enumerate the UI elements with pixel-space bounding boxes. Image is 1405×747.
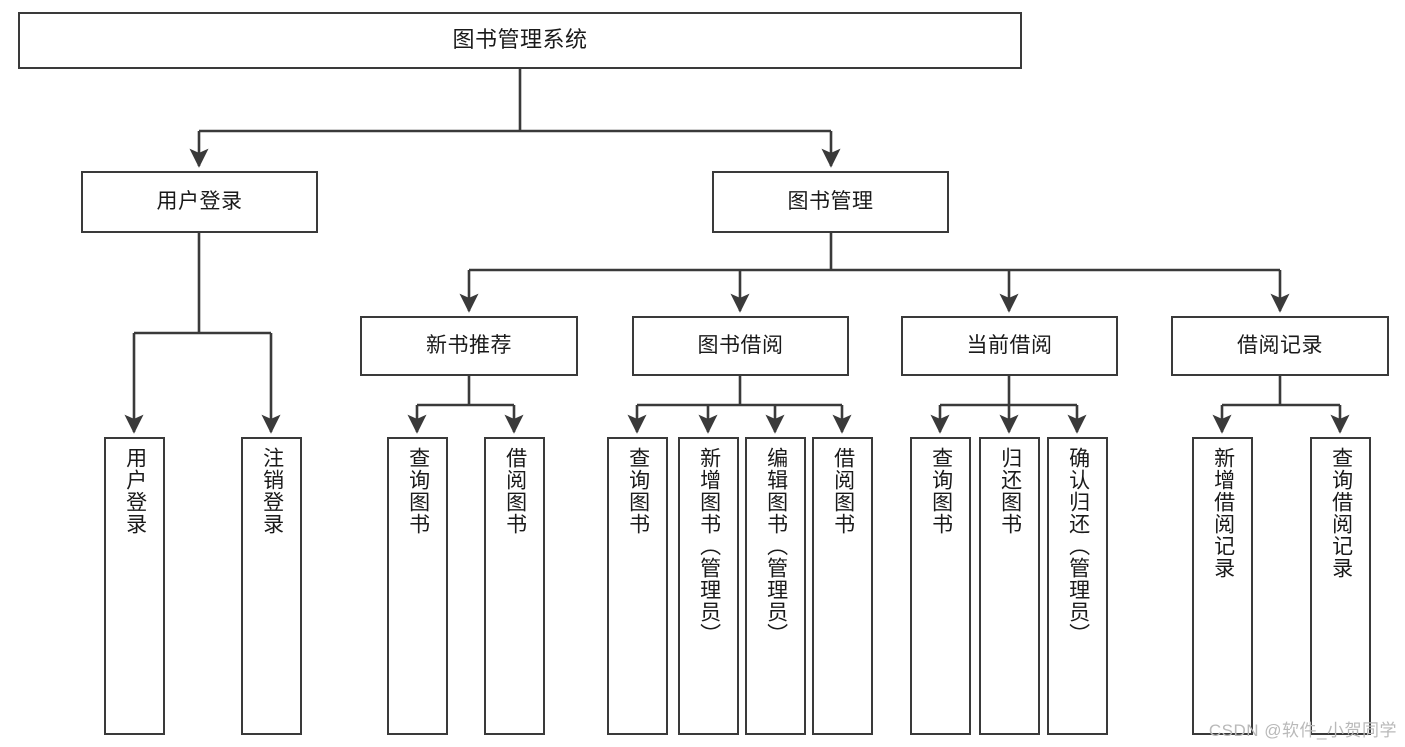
node-leaf-add-book-admin-label: 新增图书（管理员） (697, 447, 721, 645)
node-root[interactable]: 图书管理系统 (18, 12, 1022, 69)
node-leaf-borrow-book-bb-label: 借阅图书 (831, 447, 855, 535)
node-current-borrow[interactable]: 当前借阅 (901, 316, 1118, 376)
node-leaf-query-borrow-record-label: 查询借阅记录 (1329, 447, 1353, 579)
node-leaf-query-book-cb[interactable]: 查询图书 (910, 437, 971, 735)
node-user-login[interactable]: 用户登录 (81, 171, 318, 233)
node-leaf-return-book[interactable]: 归还图书 (979, 437, 1040, 735)
node-leaf-borrow-book-bb[interactable]: 借阅图书 (812, 437, 873, 735)
node-current-borrow-label: 当前借阅 (966, 333, 1053, 357)
node-leaf-confirm-return-admin-label: 确认归还（管理员） (1066, 447, 1090, 645)
node-leaf-confirm-return-admin[interactable]: 确认归还（管理员） (1047, 437, 1108, 735)
node-leaf-return-book-label: 归还图书 (998, 447, 1022, 535)
node-leaf-edit-book-admin-label: 编辑图书（管理员） (764, 447, 788, 645)
node-leaf-query-book-bb[interactable]: 查询图书 (607, 437, 668, 735)
node-leaf-add-borrow-record-label: 新增借阅记录 (1211, 447, 1235, 579)
node-leaf-logout[interactable]: 注销登录 (241, 437, 302, 735)
node-new-book-recommend[interactable]: 新书推荐 (360, 316, 578, 376)
node-leaf-query-borrow-record[interactable]: 查询借阅记录 (1310, 437, 1371, 735)
node-leaf-query-book-nb-label: 查询图书 (406, 447, 430, 535)
node-leaf-query-book-nb[interactable]: 查询图书 (387, 437, 448, 735)
node-borrow-record-label: 借阅记录 (1237, 333, 1323, 357)
node-user-login-label: 用户登录 (156, 189, 243, 213)
node-borrow-record[interactable]: 借阅记录 (1171, 316, 1389, 376)
node-book-manage-label: 图书管理 (787, 189, 874, 213)
node-root-label: 图书管理系统 (452, 27, 588, 53)
node-leaf-add-book-admin[interactable]: 新增图书（管理员） (678, 437, 739, 735)
node-leaf-user-login[interactable]: 用户登录 (104, 437, 165, 735)
node-leaf-add-borrow-record[interactable]: 新增借阅记录 (1192, 437, 1253, 735)
node-leaf-query-book-bb-label: 查询图书 (626, 447, 650, 535)
node-leaf-query-book-cb-label: 查询图书 (929, 447, 953, 535)
node-book-manage[interactable]: 图书管理 (712, 171, 949, 233)
node-leaf-borrow-book-nb[interactable]: 借阅图书 (484, 437, 545, 735)
node-book-borrow-label: 图书借阅 (697, 333, 784, 357)
node-leaf-user-login-label: 用户登录 (123, 447, 147, 535)
node-leaf-logout-label: 注销登录 (260, 447, 284, 535)
node-leaf-borrow-book-nb-label: 借阅图书 (503, 447, 527, 535)
node-leaf-edit-book-admin[interactable]: 编辑图书（管理员） (745, 437, 806, 735)
csdn-watermark: CSDN @软件_小贺同学 (1208, 721, 1397, 740)
node-new-book-recommend-label: 新书推荐 (426, 333, 512, 357)
node-book-borrow[interactable]: 图书借阅 (632, 316, 849, 376)
